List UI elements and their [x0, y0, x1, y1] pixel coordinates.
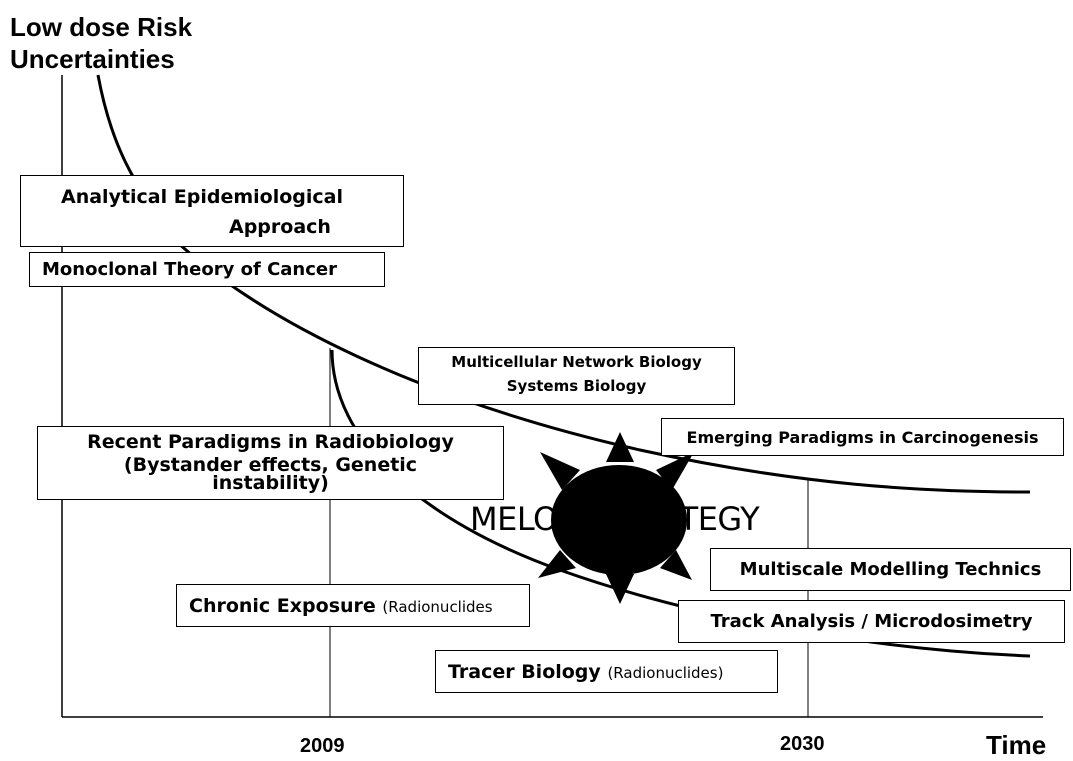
- multiscale-label: Multiscale Modelling Technics: [739, 559, 1042, 580]
- melodi-strategy-label: MELODI STRATEGY: [470, 500, 760, 538]
- ray-bottom: [606, 574, 634, 604]
- recent-line1: Recent Paradigms in Radiobiology: [87, 431, 454, 453]
- chronic-main: Chronic Exposure: [189, 595, 376, 617]
- box-monoclonal-theory: Monoclonal Theory of Cancer: [29, 252, 385, 287]
- tick-label-2009: 2009: [300, 735, 345, 757]
- box-multiscale-modelling: Multiscale Modelling Technics: [710, 548, 1071, 591]
- recent-line3: instability): [212, 472, 329, 494]
- analytical-line1: Analytical Epidemiological: [61, 186, 343, 208]
- track-label: Track Analysis / Microdosimetry: [710, 611, 1033, 632]
- box-chronic-exposure: Chronic Exposure (Radionuclides: [176, 584, 530, 627]
- tick-label-2030: 2030: [780, 733, 825, 755]
- emerging-label: Emerging Paradigms in Carcinogenesis: [686, 428, 1039, 447]
- analytical-line2: Approach: [229, 216, 331, 238]
- y-axis-title-line1: Low dose Risk: [10, 12, 193, 42]
- ray-bottom-right: [660, 550, 692, 580]
- box-multicellular-network: Multicellular Network Biology Systems Bi…: [418, 347, 735, 405]
- box-analytical-epidemiology: Analytical Epidemiological Approach: [20, 175, 404, 247]
- chronic-sub: (Radionuclides: [382, 598, 493, 616]
- box-emerging-paradigms: Emerging Paradigms in Carcinogenesis: [661, 418, 1064, 456]
- box-recent-paradigms: Recent Paradigms in Radiobiology (Bystan…: [37, 426, 504, 500]
- melodi-sun-core: [551, 465, 687, 575]
- tracer-main: Tracer Biology: [448, 661, 601, 683]
- tracer-sub: (Radionuclides): [607, 664, 724, 682]
- recent-line2: (Bystander effects, Genetic: [123, 454, 418, 476]
- tracer-label: Tracer Biology (Radionuclides): [448, 661, 723, 683]
- ray-top: [606, 432, 634, 462]
- x-axis-title: Time: [986, 730, 1047, 760]
- ray-top-left: [540, 452, 580, 490]
- multicellular-line1: Multicellular Network Biology: [451, 353, 702, 371]
- y-axis-title-line2: Uncertainties: [10, 44, 175, 74]
- box-track-analysis: Track Analysis / Microdosimetry: [678, 600, 1065, 643]
- chronic-label: Chronic Exposure (Radionuclides: [189, 595, 493, 617]
- monoclonal-label: Monoclonal Theory of Cancer: [42, 259, 337, 280]
- ray-bottom-left: [538, 550, 576, 578]
- multicellular-line2: Systems Biology: [506, 377, 647, 395]
- box-tracer-biology: Tracer Biology (Radionuclides): [435, 650, 778, 693]
